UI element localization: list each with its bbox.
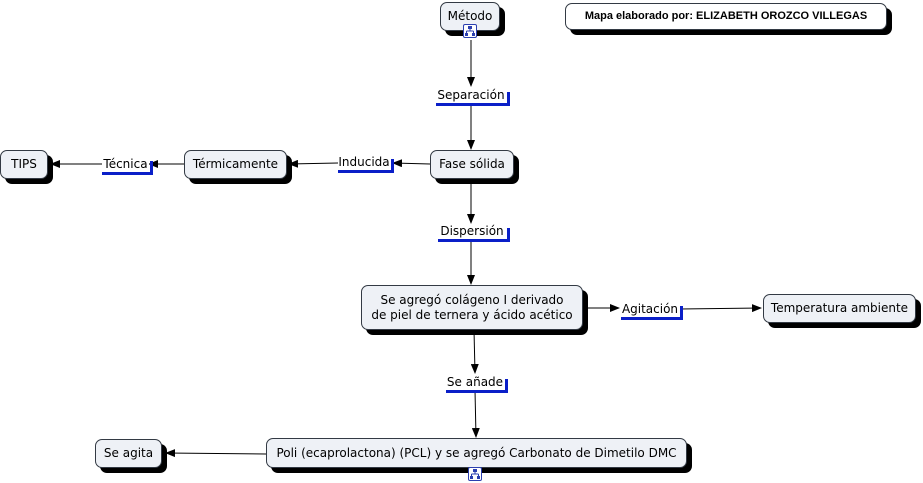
author-note: Mapa elaborado por: ELIZABETH OROZCO VIL… [565, 3, 887, 30]
connector-pcl-seagita [165, 449, 267, 458]
connector-colageno-seanade [470, 329, 479, 374]
link-separacion-text: Separación [437, 88, 505, 102]
link-tecnica-text: Técnica [103, 157, 148, 171]
link-se-anade[interactable]: Se añade [446, 375, 508, 393]
node-fase-solida-text: Fase sólida [439, 157, 505, 171]
author-note-text: Mapa elaborado por: ELIZABETH OROZCO VIL… [584, 10, 868, 22]
node-se-agita[interactable]: Se agita [95, 439, 162, 468]
link-agitacion[interactable]: Agitación [621, 302, 683, 320]
node-colageno-text-line2: de piel de ternera y ácido acético [371, 307, 573, 322]
link-inducida-text: Inducida [338, 155, 390, 169]
concept-map-icon[interactable] [468, 467, 482, 481]
link-separacion[interactable]: Separación [436, 88, 510, 106]
node-se-agita-text: Se agita [103, 446, 154, 460]
node-colageno[interactable]: Se agregó colágeno I derivado de piel de… [361, 285, 583, 330]
link-dispersion[interactable]: Dispersión [438, 224, 510, 242]
node-tips-text: TIPS [11, 157, 37, 171]
node-termicamente-text: Térmicamente [192, 157, 279, 171]
node-fase-solida[interactable]: Fase sólida [430, 150, 514, 179]
link-agitacion-text: Agitación [621, 302, 679, 316]
link-se-anade-text: Se añade [446, 375, 504, 389]
node-pcl[interactable]: Poli (ecaprolactona) (PCL) y se agregó C… [266, 438, 687, 468]
connector-seanade-pcl [471, 389, 480, 438]
node-termicamente[interactable]: Térmicamente [184, 150, 287, 179]
node-metodo-text: Método [447, 9, 493, 23]
node-colageno-text-line1: Se agregó colágeno I derivado [380, 292, 564, 307]
link-inducida[interactable]: Inducida [338, 155, 394, 173]
node-tips[interactable]: TIPS [0, 150, 48, 179]
concept-map-icon[interactable] [463, 24, 477, 38]
node-pcl-text: Poli (ecaprolactona) (PCL) y se agregó C… [276, 445, 677, 460]
connector-fase-inducida [392, 159, 431, 168]
link-dispersion-text: Dispersión [440, 224, 504, 238]
link-tecnica[interactable]: Técnica [102, 157, 153, 175]
connector-agitacion-temperatura [679, 304, 762, 313]
connector-inducida-termicamente [288, 159, 339, 168]
node-temperatura[interactable]: Temperatura ambiente [763, 294, 916, 323]
node-temperatura-text: Temperatura ambiente [770, 301, 909, 315]
